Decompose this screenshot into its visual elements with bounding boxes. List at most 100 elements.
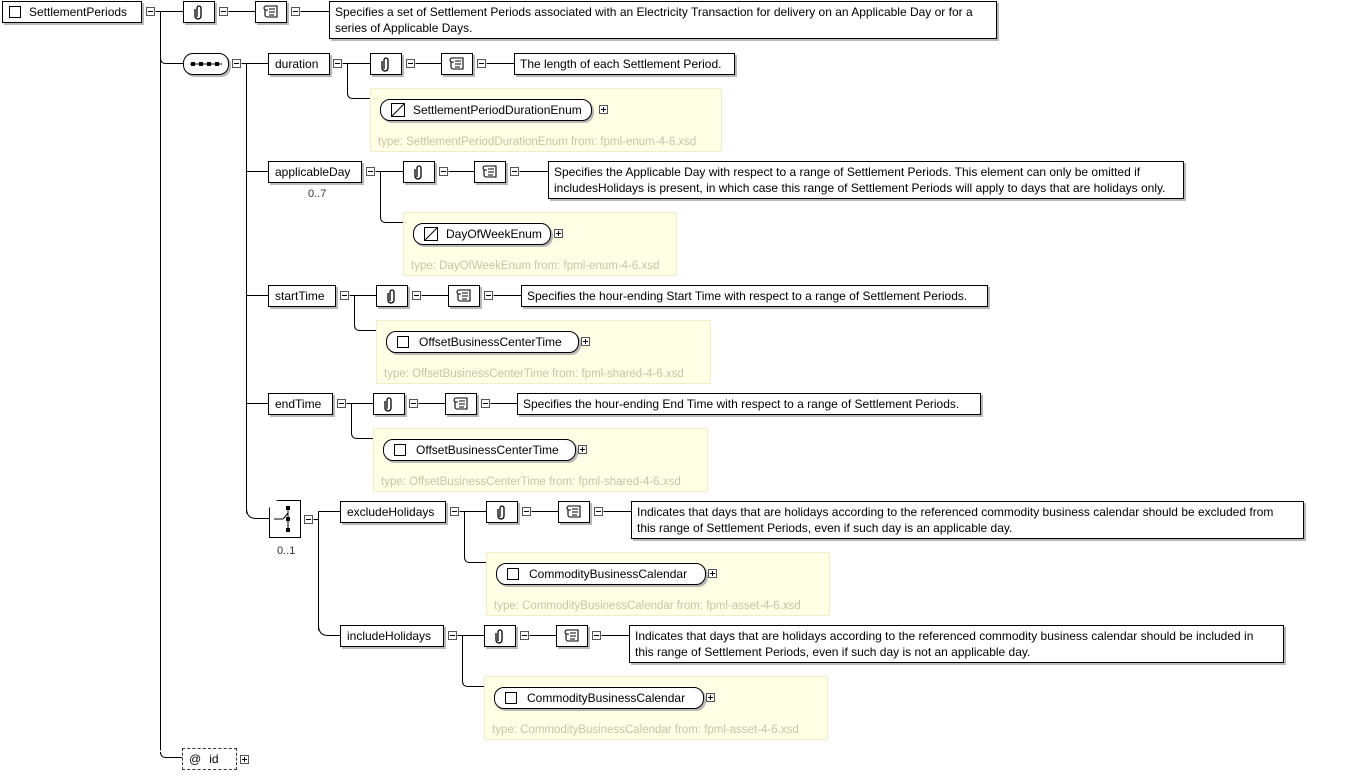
collapse-includeHolidays-toggle[interactable] <box>448 631 457 640</box>
type-box: CommodityBusinessCalendar type: Commodit… <box>486 552 830 616</box>
collapse-duration-toggle[interactable] <box>333 59 342 68</box>
type-info: type: DayOfWeekEnum from: fpml-enum-4-6.… <box>411 260 660 272</box>
collapse-annotation-toggle[interactable] <box>412 291 421 300</box>
collapse-choice-toggle[interactable] <box>304 515 313 524</box>
type-info: type: OffsetBusinessCenterTime from: fpm… <box>384 368 684 380</box>
collapse-annotation-toggle[interactable] <box>406 59 415 68</box>
element-applicableDay[interactable]: applicableDay <box>268 161 362 183</box>
root-element-name: SettlementPeriods <box>29 5 128 19</box>
paperclip-icon[interactable] <box>373 393 405 415</box>
duration-documentation: The length of each Settlement Period. <box>514 53 735 75</box>
doc-line: this range of Settlement Periods, even i… <box>637 521 1013 535</box>
collapse-doc-toggle[interactable] <box>510 167 519 176</box>
expand-type-toggle[interactable] <box>706 693 715 702</box>
scroll-icon[interactable] <box>441 53 473 75</box>
connector-curve <box>351 403 382 439</box>
paperclip-icon[interactable] <box>484 625 516 647</box>
connector-curve <box>160 751 182 758</box>
collapse-startTime-toggle[interactable] <box>340 291 349 300</box>
type-box: CommodityBusinessCalendar type: Commodit… <box>484 676 828 740</box>
type-name: OffsetBusinessCenterTime <box>419 335 562 349</box>
type-info: type: CommodityBusinessCalendar from: fp… <box>492 724 799 736</box>
type-name: OffsetBusinessCenterTime <box>416 443 559 457</box>
collapse-annotation-toggle[interactable] <box>219 7 228 16</box>
expand-type-toggle[interactable] <box>581 337 590 346</box>
simple-type-icon <box>391 103 405 117</box>
scroll-icon[interactable] <box>556 625 588 647</box>
doc-line: Indicates that days that are holidays ac… <box>635 629 1254 643</box>
collapse-annotation-toggle[interactable] <box>409 399 418 408</box>
complex-type-icon <box>507 568 519 580</box>
collapse-doc-toggle[interactable] <box>592 631 601 640</box>
collapse-annotation-toggle[interactable] <box>439 167 448 176</box>
type-pill[interactable]: OffsetBusinessCenterTime <box>386 331 579 353</box>
connector-curve <box>347 63 379 99</box>
type-box: OffsetBusinessCenterTime type: OffsetBus… <box>376 320 711 384</box>
root-element[interactable]: SettlementPeriods <box>2 1 142 23</box>
scroll-icon[interactable] <box>448 285 480 307</box>
type-box: SettlementPeriodDurationEnum type: Settl… <box>370 88 722 152</box>
collapse-doc-toggle[interactable] <box>291 7 300 16</box>
connector-curve <box>318 624 340 636</box>
scroll-icon[interactable] <box>474 161 506 183</box>
doc-line: Specifies the Applicable Day with respec… <box>554 165 1141 179</box>
sequence-compositor-icon[interactable] <box>183 53 229 75</box>
complex-type-icon <box>9 6 21 18</box>
choice-compositor-icon[interactable] <box>269 500 301 538</box>
scroll-icon[interactable] <box>255 1 287 23</box>
collapse-endTime-toggle[interactable] <box>337 399 346 408</box>
element-endTime[interactable]: endTime <box>268 393 333 415</box>
paperclip-icon[interactable] <box>370 53 402 75</box>
collapse-annotation-toggle[interactable] <box>522 507 531 516</box>
includeHolidays-documentation: Indicates that days that are holidays ac… <box>629 625 1284 663</box>
doc-line: includesHolidays is present, in which ca… <box>554 181 1166 195</box>
doc-line: Specifies the hour-ending Start Time wit… <box>527 289 968 303</box>
collapse-doc-toggle[interactable] <box>477 59 486 68</box>
doc-line: this range of Settlement Periods, even i… <box>635 645 1031 659</box>
element-name: excludeHolidays <box>347 505 435 519</box>
element-startTime[interactable]: startTime <box>268 285 336 307</box>
element-duration[interactable]: duration <box>268 53 330 75</box>
collapse-doc-toggle[interactable] <box>594 507 603 516</box>
expand-type-toggle[interactable] <box>708 569 717 578</box>
paperclip-icon[interactable] <box>403 161 435 183</box>
attribute-id[interactable]: @ id <box>182 748 237 770</box>
element-includeHolidays[interactable]: includeHolidays <box>340 625 444 647</box>
collapse-annotation-toggle[interactable] <box>520 631 529 640</box>
collapse-excludeHolidays-toggle[interactable] <box>450 507 459 516</box>
excludeHolidays-documentation: Indicates that days that are holidays ac… <box>631 501 1304 539</box>
collapse-doc-toggle[interactable] <box>484 291 493 300</box>
type-name: DayOfWeekEnum <box>446 227 542 241</box>
type-pill[interactable]: OffsetBusinessCenterTime <box>383 439 576 461</box>
connector-curve <box>464 511 495 563</box>
connector-curve <box>462 635 493 687</box>
expand-type-toggle[interactable] <box>578 445 587 454</box>
type-pill[interactable]: DayOfWeekEnum <box>413 223 551 245</box>
doc-line: series of Applicable Days. <box>335 21 473 35</box>
applicableDay-documentation: Specifies the Applicable Day with respec… <box>548 161 1184 199</box>
doc-line: Indicates that days that are holidays ac… <box>637 505 1274 519</box>
type-pill[interactable]: CommodityBusinessCalendar <box>494 687 704 709</box>
expand-type-toggle[interactable] <box>554 229 563 238</box>
complex-type-icon <box>505 692 517 704</box>
collapse-root-toggle[interactable] <box>146 7 155 16</box>
expand-attribute-toggle[interactable] <box>240 755 249 764</box>
expand-type-toggle[interactable] <box>599 105 608 114</box>
simple-type-icon <box>424 227 438 241</box>
type-box: OffsetBusinessCenterTime type: OffsetBus… <box>373 428 708 492</box>
doc-line: The length of each Settlement Period. <box>520 57 722 71</box>
type-pill[interactable]: CommodityBusinessCalendar <box>496 563 706 585</box>
collapse-sequence-toggle[interactable] <box>232 59 241 68</box>
element-name: applicableDay <box>275 165 351 179</box>
paperclip-icon[interactable] <box>183 1 215 23</box>
collapse-applicableDay-toggle[interactable] <box>366 167 375 176</box>
collapse-doc-toggle[interactable] <box>481 399 490 408</box>
type-pill[interactable]: SettlementPeriodDurationEnum <box>380 99 592 121</box>
scroll-icon[interactable] <box>445 393 477 415</box>
scroll-icon[interactable] <box>558 501 590 523</box>
paperclip-icon[interactable] <box>486 501 518 523</box>
paperclip-icon[interactable] <box>376 285 408 307</box>
connector-curve <box>380 171 412 223</box>
element-excludeHolidays[interactable]: excludeHolidays <box>340 501 446 523</box>
complex-type-icon <box>394 444 406 456</box>
